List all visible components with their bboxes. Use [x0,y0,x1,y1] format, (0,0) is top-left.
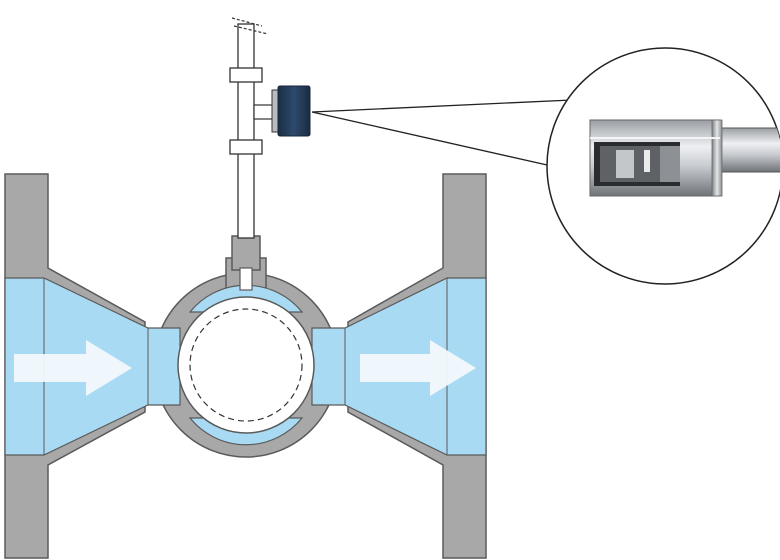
valve-stem [239,267,253,291]
stem-assembly [229,17,269,291]
sensor-closeup [589,119,780,197]
magnifier-callout-icon [546,47,780,285]
rod-collar-bottom [229,139,263,155]
valve-ball [177,296,315,434]
flow-arrow-icon [14,340,132,396]
proximity-sensor-icon [253,85,311,137]
rod-collar-top [229,67,263,83]
actuator-rod [237,23,255,239]
flow-arrow-icon [360,340,476,396]
sensor-housing [277,85,311,137]
flow-arrows [14,340,476,396]
ball-assembly [177,284,315,446]
callout-leader [311,99,573,168]
ball-bore-outline [189,308,303,422]
stem-nut [231,235,261,271]
